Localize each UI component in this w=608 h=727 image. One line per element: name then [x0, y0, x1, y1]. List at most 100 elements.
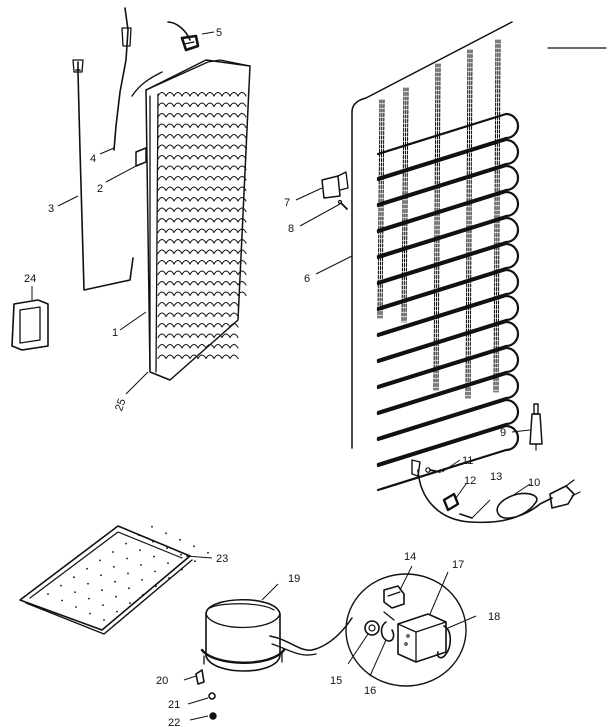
pan-dot: [113, 566, 115, 568]
evaporator-fin: [157, 291, 247, 297]
leader-3: [57, 195, 79, 207]
leader-25: [125, 371, 149, 395]
evaporator-fin: [157, 343, 239, 349]
part-label-21: 21: [168, 699, 180, 711]
leader-13: [471, 499, 491, 519]
part-label-17: 17: [452, 559, 464, 571]
leader-22: [189, 715, 209, 721]
screw: [337, 199, 348, 210]
retainer-clip: [436, 625, 452, 659]
evaporator-fin: [157, 280, 247, 286]
part-label-9: 9: [500, 427, 506, 439]
leader-6: [315, 255, 353, 275]
pan-dot: [88, 597, 90, 600]
evaporator-fin: [157, 165, 247, 171]
drain-pan: [19, 525, 209, 635]
evaporator-fin: [157, 154, 247, 160]
leader-9: [511, 429, 531, 433]
evaporator: [135, 59, 251, 381]
part-label-2: 2: [97, 183, 103, 195]
pan-dot: [165, 532, 167, 535]
pan-dot: [153, 555, 155, 558]
pan-dot: [139, 549, 141, 551]
part-labels: 1 2 3 4 5 6 7 8 9 10 11 12 13 14 15 16 1…: [24, 27, 540, 727]
pan-dot: [102, 604, 104, 606]
part-label-23: 23: [216, 553, 228, 565]
part-label-12: 12: [464, 475, 476, 487]
pan-dot: [74, 591, 76, 593]
leader-16: [369, 639, 387, 677]
condenser-wire: [405, 87, 409, 323]
part-label-22: 22: [168, 717, 180, 727]
bracket: [11, 299, 49, 351]
condenser-wire: [435, 63, 439, 391]
evaporator-fin: [157, 333, 239, 339]
power-cord: [417, 469, 581, 524]
pan-dot: [129, 602, 131, 605]
pan-dot: [194, 560, 196, 563]
pan-dot: [141, 579, 143, 581]
part-label-15: 15: [330, 675, 342, 687]
part-label-20: 20: [156, 675, 168, 687]
evaporator-fin: [157, 270, 247, 276]
condenser-wire: [467, 49, 471, 399]
leader-21: [187, 697, 209, 705]
leader-19: [261, 583, 279, 601]
strain-relief: [442, 492, 460, 512]
relay: [383, 585, 405, 609]
condenser-clip: [321, 171, 349, 199]
pan-dot: [125, 542, 127, 545]
leader-18: [447, 615, 477, 629]
pan-dot: [168, 577, 170, 579]
part-label-24: 24: [24, 273, 36, 285]
pan-dot: [47, 593, 49, 595]
part-label-14: 14: [404, 551, 416, 563]
evaporator-fin: [157, 354, 239, 360]
pan-dot: [154, 570, 156, 573]
pan-dot: [179, 538, 181, 541]
cord-clamp: [411, 459, 473, 519]
pan-dot: [101, 589, 103, 592]
grommet: [195, 669, 205, 685]
evaporator-fin: [157, 133, 247, 139]
evaporator-fin: [157, 123, 247, 129]
pan-dot: [60, 584, 62, 587]
leader-1: [119, 311, 147, 331]
callout-leaders: [31, 31, 531, 721]
condenser: [351, 21, 520, 492]
condenser-wire: [377, 99, 381, 319]
evaporator-fin: [157, 312, 239, 318]
evaporator-fin: [157, 301, 239, 307]
evaporator-fin: [157, 249, 247, 255]
evaporator-fin: [157, 228, 247, 234]
leader-8: [299, 203, 341, 227]
evaporator-fin: [157, 196, 247, 202]
evaporator-fin: [157, 322, 239, 328]
pan-dot: [99, 559, 101, 562]
part-label-8: 8: [288, 223, 294, 235]
leader-14: [399, 565, 413, 591]
pan-dot: [89, 612, 91, 615]
pan-dot: [126, 557, 128, 560]
part-label-6: 6: [304, 273, 310, 285]
part-label-25: 25: [113, 397, 128, 413]
screw-11: [425, 467, 441, 473]
evaporator-fin: [157, 102, 247, 108]
condenser-coil: [376, 112, 520, 492]
pan-dot: [181, 568, 183, 571]
evaporator-fin: [157, 217, 247, 223]
pan-dot: [73, 576, 75, 579]
evaporator-fin: [157, 91, 247, 97]
condenser-wire: [437, 63, 441, 391]
evaporator-fin: [157, 112, 247, 118]
pan-dot: [103, 619, 105, 621]
pan-dot: [142, 593, 144, 596]
pan-dot: [114, 580, 116, 583]
condenser-wire: [495, 39, 499, 393]
pan-dot: [155, 585, 157, 588]
condenser-wire: [379, 99, 383, 319]
overload-protector: [364, 620, 380, 636]
leader-11: [441, 459, 461, 473]
evaporator-fin: [157, 144, 247, 150]
leader-20: [183, 675, 197, 681]
